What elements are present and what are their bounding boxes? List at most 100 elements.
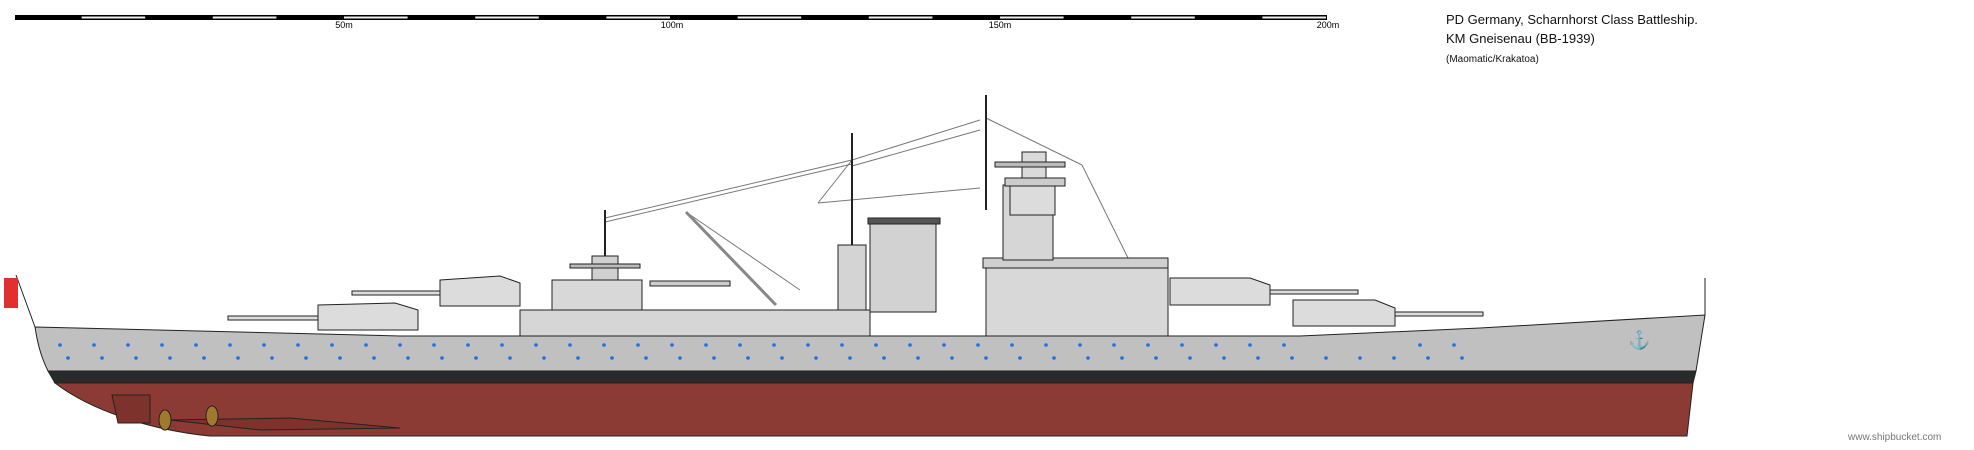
funnel-searchlight-tower [837, 244, 867, 311]
porthole [1426, 356, 1430, 360]
watermark: www.shipbucket.com [1848, 432, 1942, 443]
porthole [338, 356, 342, 360]
porthole [1214, 343, 1218, 347]
porthole [168, 356, 172, 360]
porthole [160, 343, 164, 347]
porthole [134, 356, 138, 360]
porthole [66, 356, 70, 360]
porthole [372, 356, 376, 360]
porthole [1154, 356, 1158, 360]
porthole [364, 343, 368, 347]
porthole [712, 356, 716, 360]
porthole [534, 343, 538, 347]
porthole [1188, 356, 1192, 360]
scale-label-50m: 50m [335, 20, 353, 30]
scale-bar-graphic [15, 15, 1327, 20]
porthole [304, 356, 308, 360]
porthole [814, 356, 818, 360]
porthole [610, 356, 614, 360]
scale-bar-segment [868, 16, 933, 19]
porthole [1044, 343, 1048, 347]
porthole [942, 343, 946, 347]
porthole [984, 356, 988, 360]
porthole [1460, 356, 1464, 360]
turret-caesar [227, 302, 419, 331]
porthole [1248, 343, 1252, 347]
porthole [262, 343, 266, 347]
portholes [58, 343, 1464, 360]
porthole [58, 343, 62, 347]
rudder [111, 394, 151, 424]
porthole [1324, 356, 1328, 360]
scale-bar-segment [1262, 16, 1326, 19]
porthole [126, 343, 130, 347]
porthole [568, 343, 572, 347]
scale-bar-segment [475, 16, 539, 19]
bridge-base [985, 266, 1169, 337]
funnel-cap [867, 217, 941, 225]
porthole [636, 343, 640, 347]
porthole [1418, 343, 1422, 347]
boot-topping [47, 370, 1697, 384]
ensign-flag [4, 278, 18, 308]
porthole [1358, 356, 1362, 360]
porthole [270, 356, 274, 360]
scale-bar: 50m 100m 150m 200m [0, 0, 1974, 40]
porthole [1256, 356, 1260, 360]
funnel [869, 221, 937, 313]
scale-bar-segment [212, 16, 277, 19]
ship-name: KM Gneisenau (BB-1939) [1446, 31, 1595, 46]
bridge-deck [982, 257, 1169, 269]
porthole [1290, 356, 1294, 360]
turret-bruno [1292, 299, 1484, 327]
aft-rangefinder-arms [569, 263, 641, 269]
porthole [670, 343, 674, 347]
porthole [194, 343, 198, 347]
scale-label-100m: 100m [660, 20, 684, 30]
porthole [202, 356, 206, 360]
porthole [576, 356, 580, 360]
porthole [1010, 343, 1014, 347]
scale-label-150m: 150m [988, 20, 1012, 30]
porthole [1112, 343, 1116, 347]
porthole [840, 343, 844, 347]
porthole [1078, 343, 1082, 347]
porthole [542, 356, 546, 360]
porthole [466, 343, 470, 347]
scale-bar-segment [737, 16, 802, 19]
porthole [780, 356, 784, 360]
scale-bar-segment [606, 16, 670, 19]
porthole [1120, 356, 1124, 360]
scale-bar-segment [344, 16, 408, 19]
porthole [508, 356, 512, 360]
porthole [1392, 356, 1396, 360]
turret-dora [351, 275, 521, 307]
porthole [704, 343, 708, 347]
porthole [1086, 356, 1090, 360]
propeller [205, 405, 219, 427]
stern-flagstaff [15, 274, 36, 328]
porthole [406, 356, 410, 360]
porthole [746, 356, 750, 360]
hull-topsides [34, 314, 1706, 372]
porthole [848, 356, 852, 360]
porthole [100, 356, 104, 360]
porthole [236, 356, 240, 360]
porthole [976, 343, 980, 347]
porthole [432, 343, 436, 347]
ship-class-title: PD Germany, Scharnhorst Class Battleship… [1446, 12, 1698, 27]
porthole [908, 343, 912, 347]
porthole [1052, 356, 1056, 360]
porthole [228, 343, 232, 347]
porthole [882, 356, 886, 360]
porthole [678, 356, 682, 360]
rigging [604, 117, 1131, 291]
main-rangefinder-arms [994, 161, 1066, 168]
scale-bar-segment [1131, 16, 1195, 19]
porthole [806, 343, 810, 347]
porthole [330, 343, 334, 347]
porthole [950, 356, 954, 360]
porthole [602, 343, 606, 347]
porthole [1222, 356, 1226, 360]
aft-superstructure-deck [519, 309, 871, 337]
